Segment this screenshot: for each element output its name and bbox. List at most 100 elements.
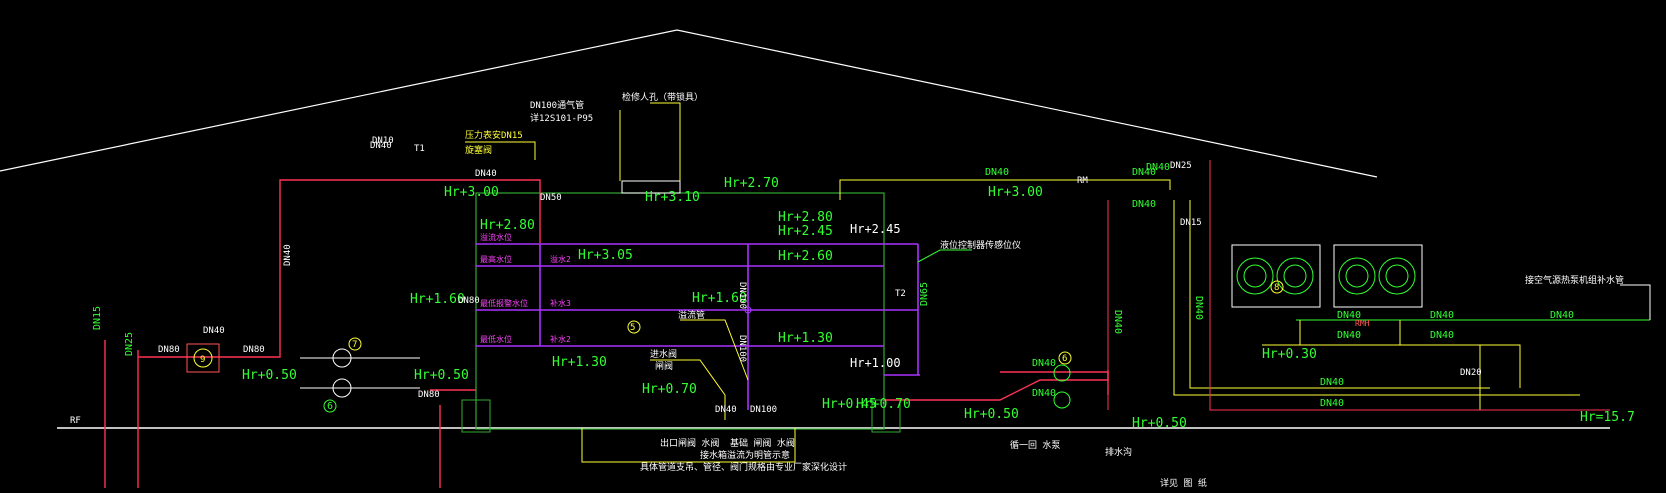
right-dn40-a: DN40 (985, 167, 1009, 178)
elev-hr157: Hr=15.7 (1580, 410, 1635, 425)
left-dn80-c: DN80 (458, 296, 480, 306)
left-dn40: DN40 (203, 326, 225, 336)
right-rmh: RMH (1355, 319, 1370, 328)
level-low-label: 最低水位 (480, 334, 512, 344)
right-dn40-b: DN40 (1132, 167, 1156, 178)
pump-b-number: 6 (327, 401, 333, 412)
level-b1-label: 溢水2 (550, 254, 571, 264)
right-rm: RM (1077, 176, 1088, 186)
right-dn20: DN20 (1460, 368, 1482, 378)
vent-pipe-ref: 详12S101-P95 (530, 112, 593, 124)
elev-hr160: Hr+1.60 (692, 291, 747, 306)
heat-pump-unit[interactable] (186, 343, 220, 373)
level-mid-label: 最低报警水位 (480, 298, 528, 308)
pressure-valve-label: 旋塞阀 (465, 144, 492, 156)
elev-hr050-pump-a: Hr+0.50 (242, 368, 297, 383)
elev-hr260: Hr+2.60 (778, 249, 833, 264)
level-top-label: 溢流水位 (480, 232, 512, 242)
elev-hr130-right: Hr+1.30 (778, 331, 833, 346)
tank-dn100-b: DN100 (750, 405, 777, 415)
right-note: 接空气源热泵机组补水管 (1525, 274, 1624, 286)
manhole-leader (650, 102, 681, 181)
right-dn40-k: DN40 (1032, 358, 1056, 369)
left-dn80-pump: DN80 (418, 390, 440, 400)
pressure-leader (465, 141, 536, 160)
pump-a-num-circle (348, 337, 362, 351)
elev-hr300-right: Hr+3.00 (988, 185, 1043, 200)
note-leader (581, 428, 796, 463)
unit-number: 8 (1274, 283, 1279, 293)
tank-dn40-b: DN40 (715, 405, 737, 415)
tank-number: 5 (630, 323, 635, 333)
elev-hr160-left: Hr+1.60 (410, 292, 465, 307)
outlet-note-a: 出口闸阀 水阀 (660, 437, 719, 449)
right-pump-b[interactable] (1053, 391, 1071, 409)
elev-hr245-tank: Hr+2.45 (850, 222, 901, 236)
left-dn80-a: DN80 (158, 345, 180, 355)
heat-pump-number: 9 (200, 355, 205, 365)
right-dn15: DN15 (1180, 218, 1202, 228)
right-dn40-g: DN40 (1337, 330, 1361, 341)
elev-hr070-b: Hr+0.70 (856, 397, 911, 412)
right-dn40-h: DN40 (1430, 330, 1454, 341)
inlet-valve-label: 闸阀 (655, 361, 673, 372)
level-b2-label: 补水3 (550, 298, 571, 308)
tank-dn100-v: DN100 (737, 282, 747, 309)
elev-hr045: Hr+0.45 (822, 397, 877, 412)
t1-label: T1 (414, 144, 425, 154)
right-dn40-v3: DN40 (1146, 162, 1170, 173)
drain-label: 排水沟 (1105, 446, 1132, 458)
top-dn40: DN40 (475, 169, 497, 179)
right-pump-number: 6 (1062, 354, 1067, 364)
right-dn40-d: DN40 (1337, 310, 1361, 321)
heat-pump-symbol (193, 348, 213, 368)
hot-supply-pipe (193, 179, 541, 358)
right-pump-a[interactable] (1053, 364, 1071, 382)
elev-hr245-right: Hr+2.45 (778, 224, 833, 239)
elev-hr280-right: Hr+2.80 (778, 210, 833, 225)
elev-hr280-left: Hr+2.80 (480, 218, 535, 233)
left-dn40-pipe: DN40 (283, 244, 293, 266)
right-dn40-e: DN40 (1430, 310, 1454, 321)
gauge-leader (917, 249, 972, 263)
tank-dn65: DN65 (919, 282, 930, 306)
inlet-leader (650, 359, 726, 420)
vent-pipe-dn: DN100通气管 (530, 99, 584, 111)
valve-dn-label: DN10 (372, 136, 394, 146)
tank-base-left (461, 399, 491, 433)
top-dn50: DN50 (540, 193, 562, 203)
air-source-unit-a[interactable] (1231, 244, 1321, 308)
level-inlet-label: 最高水位 (480, 254, 512, 264)
roof-outline (0, 29, 1378, 178)
manhole-cover[interactable] (621, 180, 681, 194)
left-dn15: DN15 (92, 306, 103, 330)
elev-hr310-top: Hr+3.10 (645, 190, 700, 205)
pressure-label: 压力表安DN15 (465, 129, 523, 141)
elev-hr130-inner: Hr+1.30 (552, 355, 607, 370)
pump-a-number: 7 (352, 340, 357, 350)
right-dn40-l: DN40 (1032, 388, 1056, 399)
right-dn40-j: DN40 (1320, 398, 1344, 409)
right-branch-f (1479, 345, 1520, 411)
top-right-supply (839, 179, 1171, 200)
right-pump-num-circle (1058, 351, 1072, 365)
overflow-leader (680, 319, 749, 381)
bottom-note-2: 具体管道支吊、管径、阀门规格由专业厂家深化设计 (640, 461, 847, 473)
elev-hr030-unit: Hr+0.30 (1262, 347, 1317, 362)
right-dn40-i: DN40 (1320, 377, 1344, 388)
bottom-tail: 详见 图 纸 (1160, 477, 1207, 488)
elev-hr050-pump-c: Hr+0.50 (964, 407, 1019, 422)
right-branch-c (1262, 344, 1521, 388)
right-dn40-v2: DN40 (1193, 296, 1204, 320)
right-dn25: DN25 (1170, 161, 1192, 171)
right-vertical-riser-2 (1209, 160, 1610, 411)
manhole-label: 检修人孔（带锁具） (622, 91, 703, 103)
elev-hr050-pump-b: Hr+0.50 (414, 368, 469, 383)
air-source-unit-b[interactable] (1333, 244, 1423, 308)
left-dn25: DN25 (124, 332, 135, 356)
outlet-note-b: 基础 闸阀 水阀 (730, 437, 795, 449)
roof-label: RF (70, 416, 81, 426)
elev-hr050-right: Hr+0.50 (1132, 416, 1187, 431)
